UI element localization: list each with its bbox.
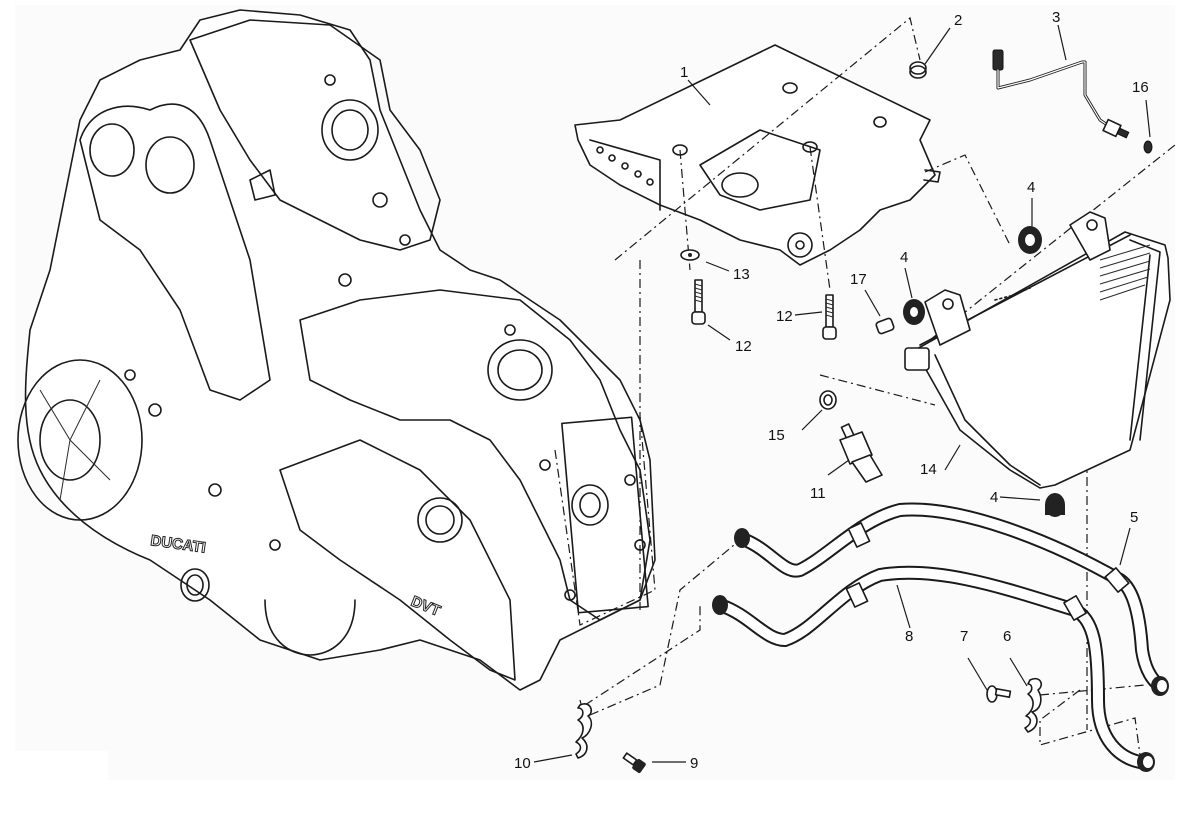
callout-6: 6 xyxy=(1003,628,1011,645)
callout-4a: 4 xyxy=(1027,179,1035,196)
callout-12a: 12 xyxy=(776,308,793,325)
part-washer-16 xyxy=(1143,140,1153,154)
part-temp-sensor-11 xyxy=(839,423,883,483)
engine-phantom-outline xyxy=(554,414,656,626)
oil-cooler-inlet xyxy=(904,347,930,371)
engine-oil-cap xyxy=(180,568,210,602)
callout-11: 11 xyxy=(810,485,826,502)
callout-10: 10 xyxy=(514,755,531,772)
engine-plug xyxy=(417,497,463,543)
part-grommet-4b xyxy=(903,299,925,325)
hose-8-fitting-a xyxy=(712,595,728,615)
part-clamp-6 xyxy=(1024,677,1042,733)
oil-hose-5 xyxy=(734,502,1169,696)
callout-13: 13 xyxy=(733,266,750,283)
oil-hose-8 xyxy=(712,565,1155,772)
engine-sensor xyxy=(249,169,276,201)
oil-cooler-tab-left xyxy=(924,289,971,346)
engine-belt-cover xyxy=(279,439,516,681)
engine-cam-hole-2 xyxy=(145,136,195,194)
bracket-body xyxy=(574,44,936,266)
callout-numbers: 1 2 3 4 4 4 5 6 7 8 9 10 11 12 12 13 14 … xyxy=(514,9,1149,772)
callout-3: 3 xyxy=(1052,9,1060,26)
engine-cam-cover xyxy=(79,103,271,401)
engine-head-top xyxy=(189,19,441,251)
engine-rear-cylinder xyxy=(299,289,651,621)
callout-16: 16 xyxy=(1132,79,1149,96)
callout-4c: 4 xyxy=(990,489,998,506)
part-clamp-10 xyxy=(575,703,593,759)
callout-12b: 12 xyxy=(735,338,752,355)
part-grommet-4a xyxy=(1018,226,1042,254)
engine-rear-cap xyxy=(487,339,553,401)
drawing-background-lower xyxy=(108,740,1175,780)
callout-2: 2 xyxy=(954,12,962,29)
part-screw-12a xyxy=(691,279,706,325)
part-screw-12b xyxy=(822,294,837,340)
part-sensor-cable-3 xyxy=(992,49,1130,139)
callout-5: 5 xyxy=(1130,509,1138,526)
engine-oil-filter xyxy=(264,599,356,656)
part-washer-15 xyxy=(819,390,837,410)
bracket xyxy=(574,44,941,266)
callout-15: 15 xyxy=(768,427,785,444)
assembly-lines xyxy=(579,16,1176,756)
callout-9: 9 xyxy=(690,755,698,772)
callout-4b: 4 xyxy=(900,249,908,266)
part-nut-2 xyxy=(909,61,927,79)
oil-cooler xyxy=(904,211,1171,489)
callout-14: 14 xyxy=(920,461,937,478)
hose-5-fitting-a xyxy=(734,528,750,548)
part-screw-7 xyxy=(986,685,1012,703)
engine-crankcase xyxy=(24,9,656,691)
engine-clutch-cover xyxy=(17,359,143,521)
callout-17: 17 xyxy=(850,271,867,288)
part-screw-9 xyxy=(622,752,646,773)
part-grommet-4c xyxy=(1045,493,1065,517)
part-spacer-17 xyxy=(875,317,895,335)
callout-leaders xyxy=(533,24,1151,763)
oil-cooler-tab-right xyxy=(1069,211,1111,261)
engine-cam-hole-1 xyxy=(89,123,135,177)
engine-head-cap xyxy=(321,99,379,161)
callout-7: 7 xyxy=(960,628,968,645)
callout-1: 1 xyxy=(680,64,688,81)
oil-cooler-body xyxy=(914,231,1171,489)
engine: DUCATI DVT xyxy=(17,9,656,691)
callout-8: 8 xyxy=(905,628,913,645)
